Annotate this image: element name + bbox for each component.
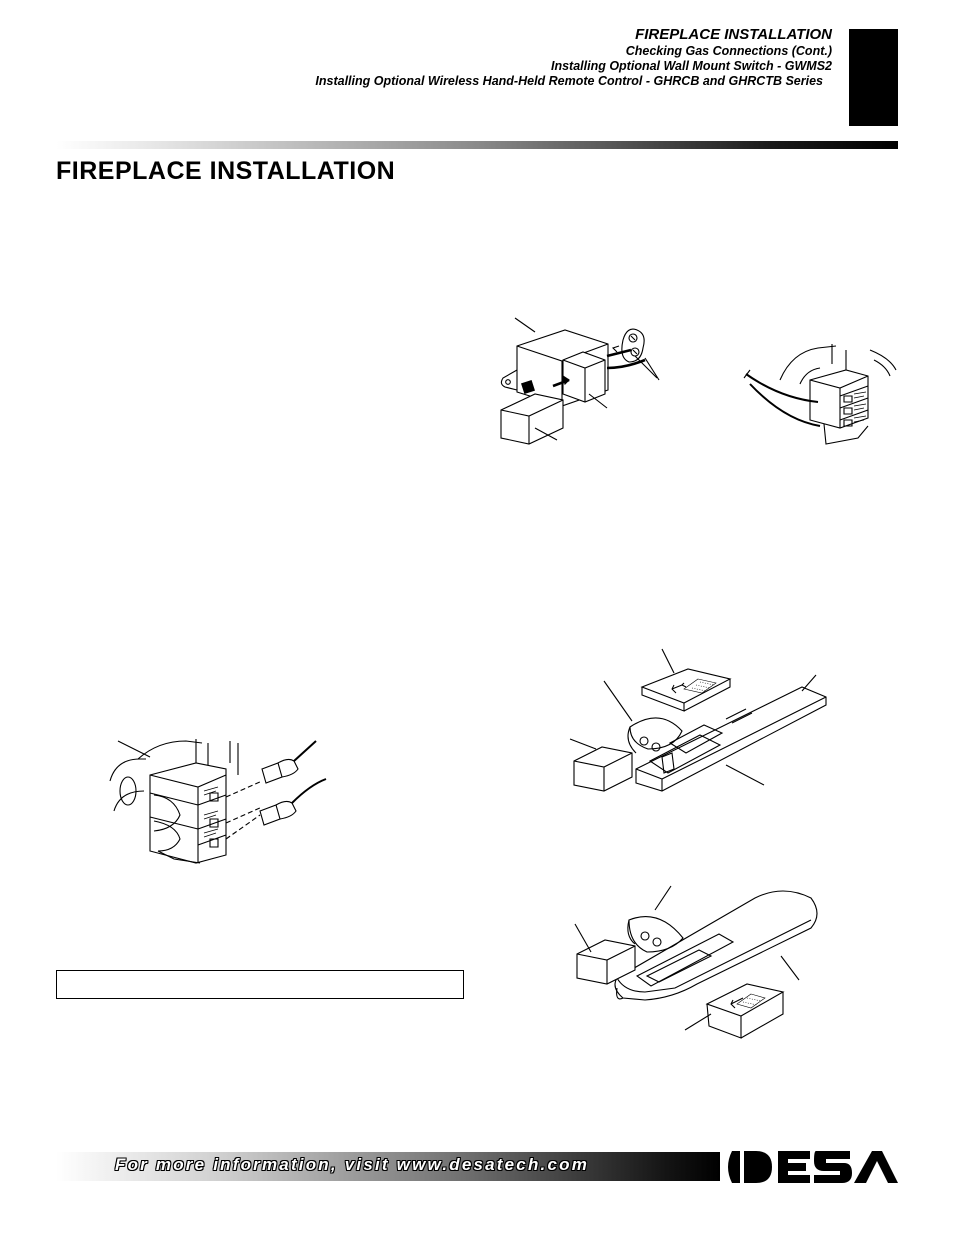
header-subtitle-1: Checking Gas Connections (Cont.) bbox=[625, 44, 832, 58]
section-tab bbox=[849, 29, 898, 126]
remote-ghrcb-figure bbox=[570, 645, 840, 805]
receiver-battery-figure bbox=[495, 310, 695, 455]
header-subtitle-2: Installing Optional Wall Mount Switch - … bbox=[550, 59, 832, 73]
remote-ghrctb-figure bbox=[575, 880, 825, 1050]
note-box bbox=[56, 970, 464, 999]
footer-website-text: For more information, visit www.desatech… bbox=[115, 1155, 590, 1174]
valve-wire-connection-figure bbox=[740, 340, 910, 460]
valve-terminal-figure bbox=[110, 735, 330, 860]
page-title: FIREPLACE INSTALLATION bbox=[56, 157, 396, 185]
footer-bar bbox=[56, 1152, 720, 1181]
header-subtitle-3: Installing Optional Wireless Hand-Held R… bbox=[315, 74, 823, 88]
header-title: FIREPLACE INSTALLATION bbox=[635, 26, 832, 43]
desa-logo bbox=[728, 1151, 898, 1183]
header-rule bbox=[56, 141, 898, 149]
